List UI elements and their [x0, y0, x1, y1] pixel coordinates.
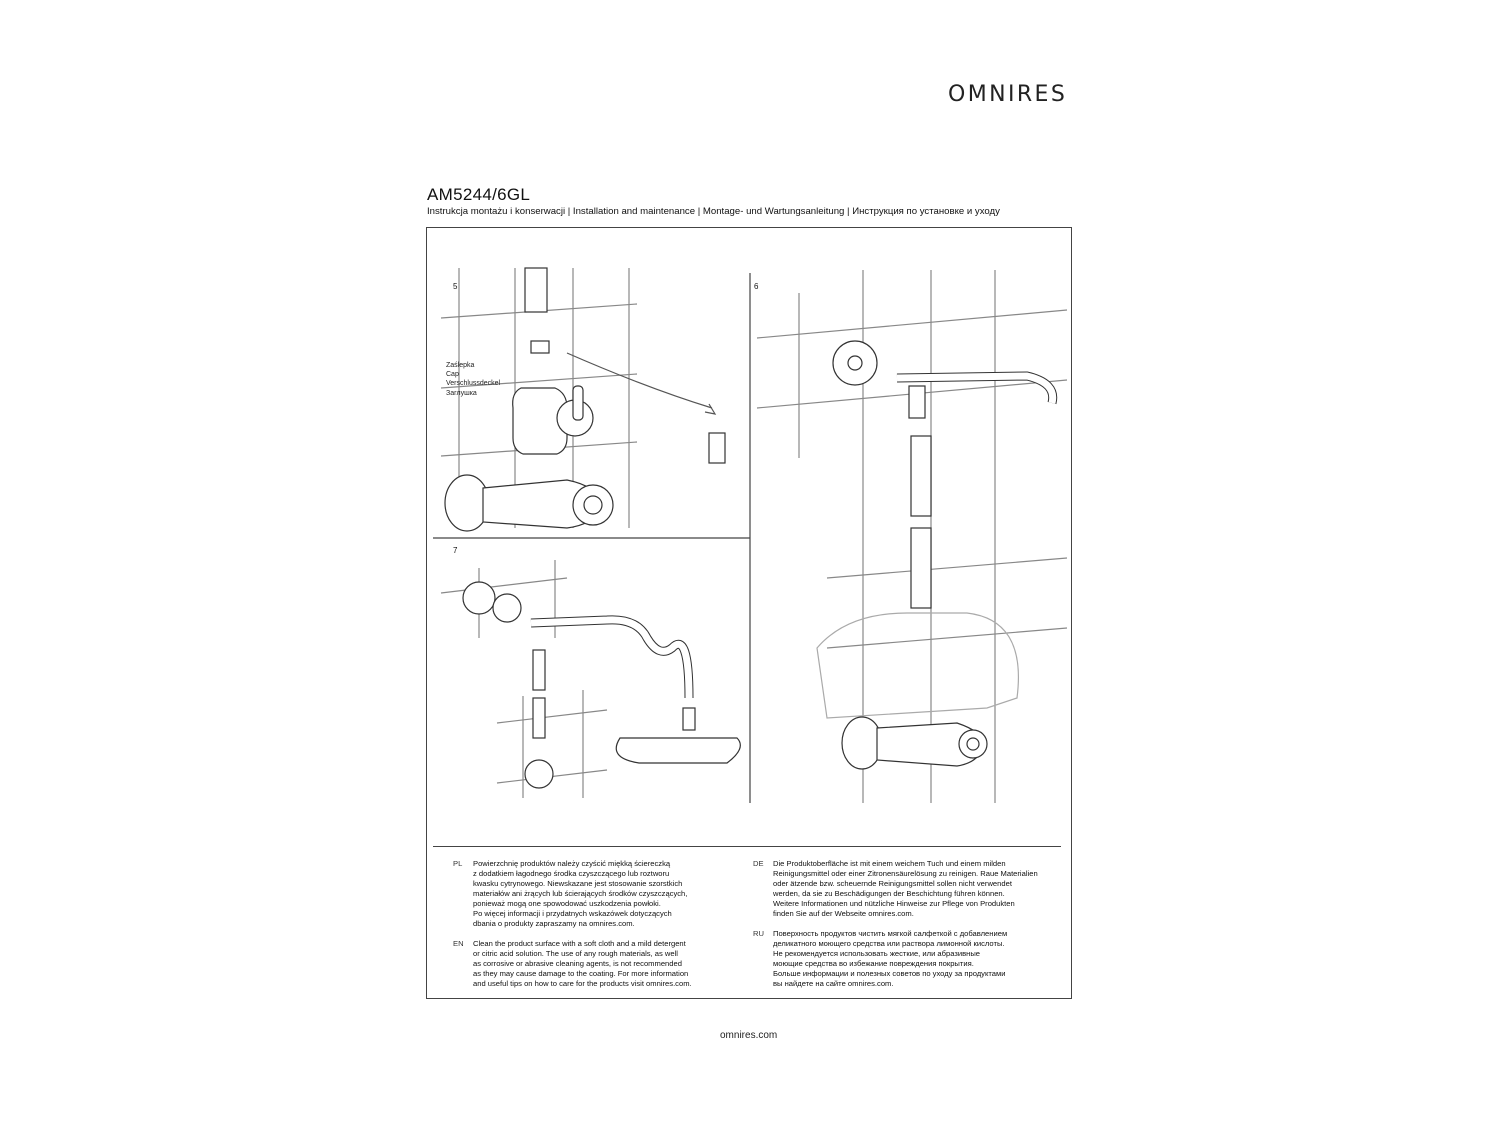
care-en-lang: EN [453, 939, 464, 948]
cap-label-ru: Заглушка [446, 389, 477, 397]
brand-logo: OMNIRES [948, 82, 1068, 107]
care-de-text: Die Produktoberfläche ist mit einem weic… [773, 859, 1038, 918]
step-7-number: 7 [453, 546, 458, 555]
instruction-frame: 5 6 7 Zaślepka Cap Verschlussdeckel Загл… [426, 227, 1072, 999]
step-5-number: 5 [453, 282, 458, 291]
document-subtitle: Instrukcja montażu i konserwacji | Insta… [427, 206, 1000, 217]
care-en-text: Clean the product surface with a soft cl… [473, 939, 692, 988]
care-pl-text: Powierzchnię produktów należy czyścić mi… [473, 859, 688, 928]
care-separator [433, 846, 1061, 847]
care-pl-lang: PL [453, 859, 463, 868]
care-ru-lang: RU [753, 929, 764, 938]
installation-illustration [433, 267, 1068, 803]
footer-url[interactable]: omnires.com [720, 1030, 778, 1041]
cap-label-de: Verschlussdeckel [446, 380, 501, 388]
cap-label-en: Cap [446, 371, 459, 379]
cap-label-pl: Zaślepka [446, 362, 475, 369]
model-number: AM5244/6GL [427, 185, 531, 204]
step-6-number: 6 [754, 282, 759, 291]
cap-labels: Zaślepka Cap Verschlussdeckel Заглушка [446, 361, 500, 398]
care-de-lang: DE [753, 859, 764, 868]
care-ru-text: Поверхность продуктов чистить мягкой сал… [773, 929, 1008, 988]
